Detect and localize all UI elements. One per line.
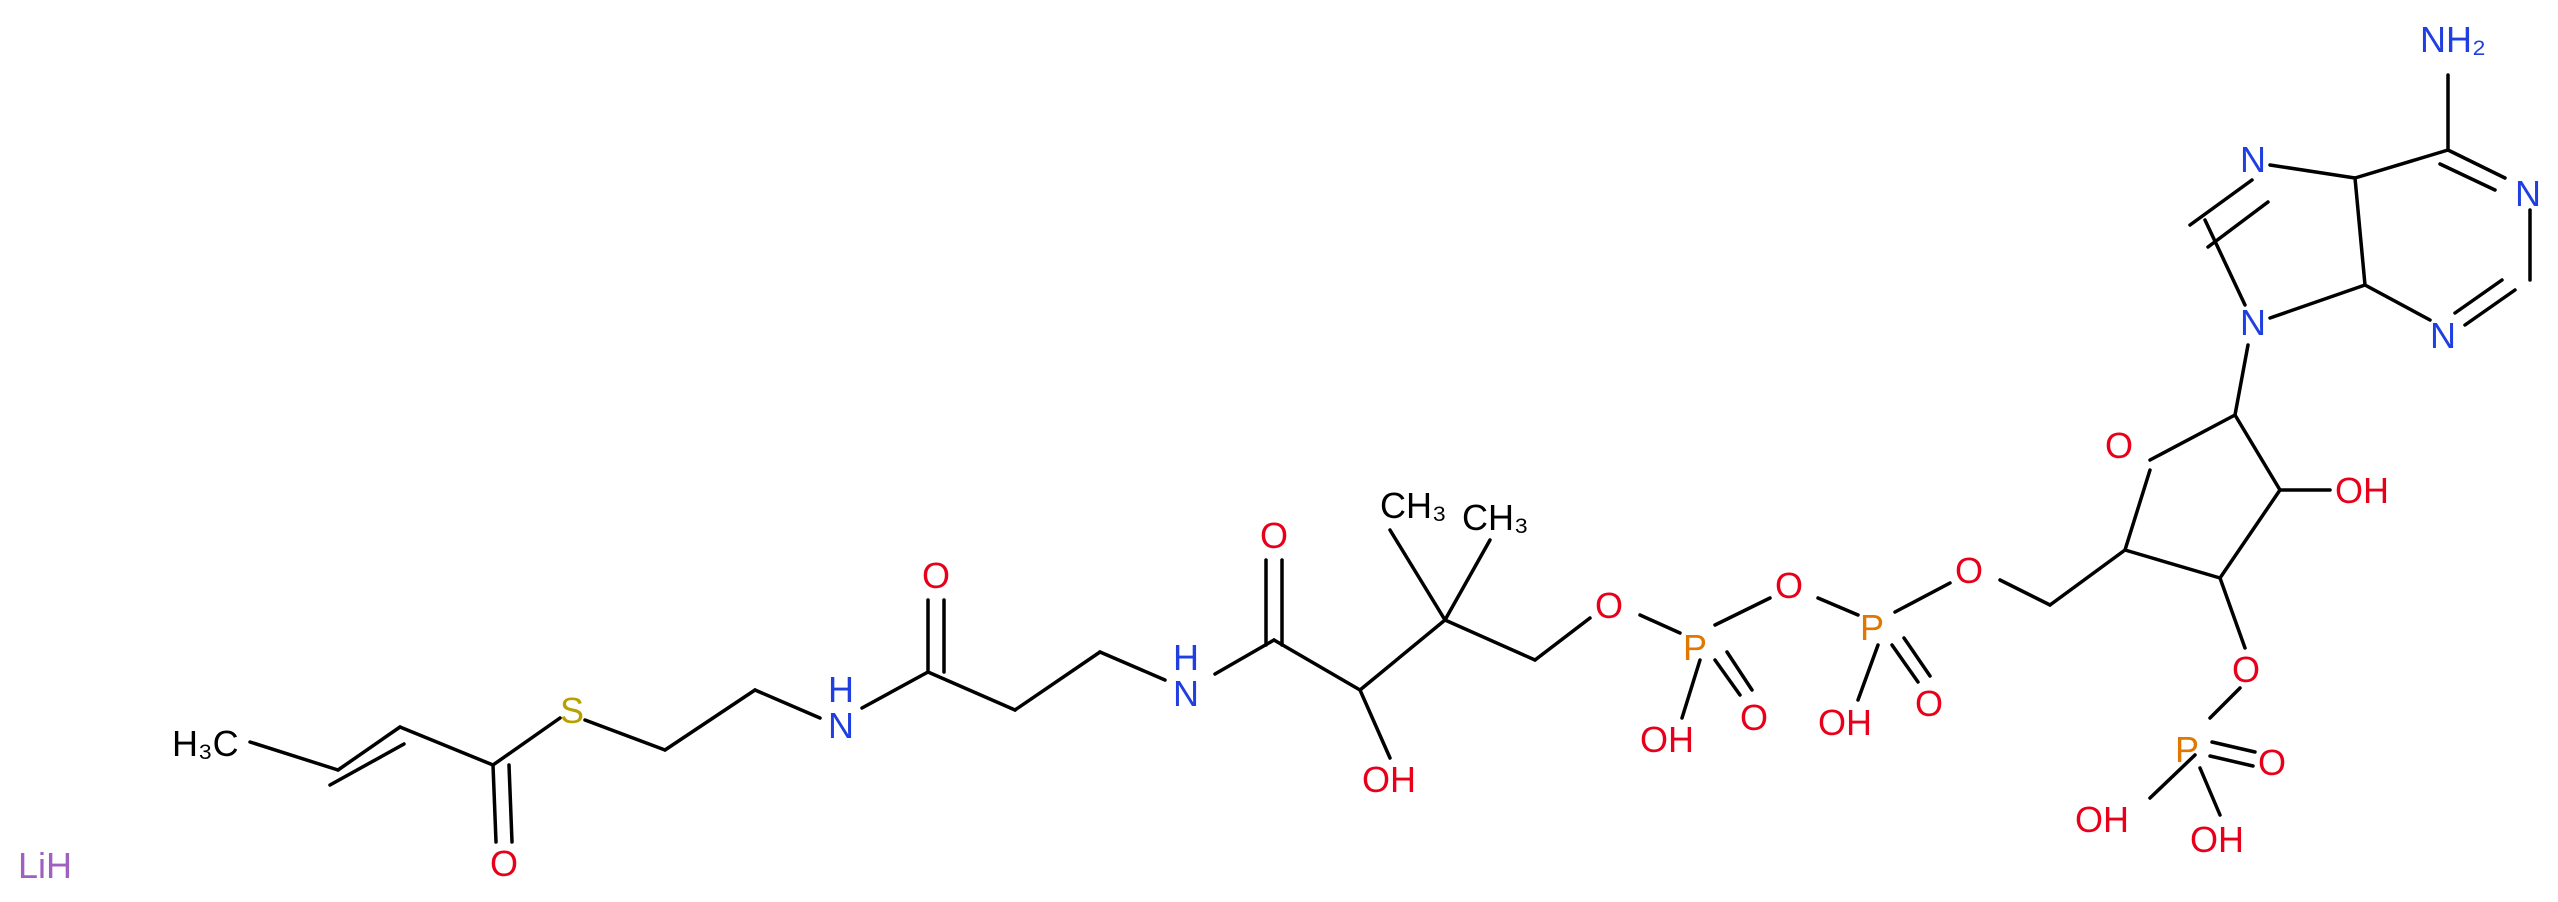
methyl-label: H₃C [172,723,239,764]
phosphate-1-hydroxyl-label: OH [1640,719,1694,760]
amino-group-label: NH₂ [2420,19,2486,60]
ribose-phosphate-oxygen-label: O [2232,649,2260,690]
methyl-b-label: CH₃ [1462,497,1529,538]
lithium-hydride-label: LiH [18,845,72,886]
thioester-oxygen-label: O [490,843,518,884]
phosphorus-1-label: P [1683,627,1707,668]
sulfur-label: S [560,690,584,731]
adenine-n1-label: N [2515,173,2541,214]
adenine-n7-label: N [2240,139,2266,180]
ribose-ring-oxygen-label: O [2105,425,2133,466]
adenine-n3-label: N [2430,315,2456,356]
phosphate-2-oxygen-label: O [1915,683,1943,724]
amide-oxygen-2-label: O [1260,515,1288,556]
atom-labels: H₃C S O N H O N H O CH₃ CH₃ OH O P O OH … [18,19,2541,886]
phosphorus-2-label: P [1860,607,1884,648]
amide-hydrogen-1-label: H [828,669,854,710]
phosphate-2-hydroxyl-label: OH [1818,702,1872,743]
ribose-hydroxyl-label: OH [2335,470,2389,511]
phosphate-3-hydroxyl-a-label: OH [2075,799,2129,840]
pantoate-hydroxyl-label: OH [1362,759,1416,800]
bond-lines [248,73,2532,844]
amide-hydrogen-2-label: H [1173,637,1199,678]
phosphate-3-hydroxyl-b-label: OH [2190,819,2244,860]
amide-nitrogen-1-label: N [828,705,854,746]
phosphate-1-oxygen-label: O [1740,697,1768,738]
phosphorus-3-label: P [2175,729,2199,770]
bridge-oxygen-1-label: O [1595,585,1623,626]
bridge-oxygen-2-label: O [1775,565,1803,606]
methyl-a-label: CH₃ [1380,485,1447,526]
bridge-oxygen-3-label: O [1955,550,1983,591]
amide-oxygen-1-label: O [922,555,950,596]
adenine-n9-label: N [2240,302,2266,343]
amide-nitrogen-2-label: N [1173,673,1199,714]
phosphate-3-oxygen-label: O [2258,742,2286,783]
